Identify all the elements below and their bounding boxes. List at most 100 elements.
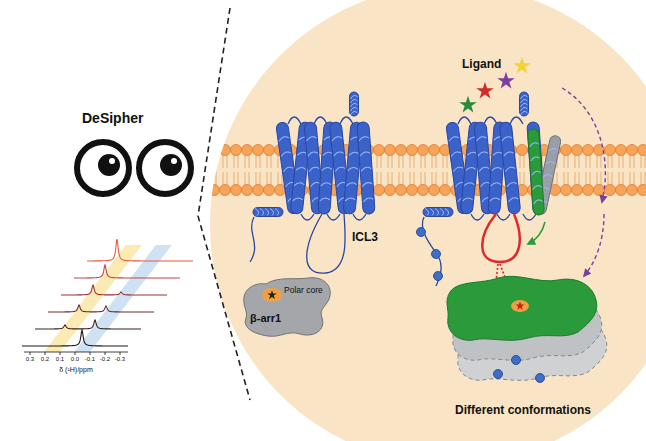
helix-loop — [340, 117, 353, 124]
eye-pupil — [160, 154, 182, 176]
phospho-site — [512, 356, 521, 365]
lipid-tail — [520, 155, 521, 168]
conformation-active — [447, 276, 597, 340]
axis-tick — [75, 352, 76, 355]
helix-turn — [351, 111, 358, 115]
lipid-head — [517, 145, 528, 156]
nmr-trace — [35, 320, 141, 329]
axis-line — [24, 352, 128, 353]
helix-loop — [484, 117, 497, 124]
conformation-ensemble: Different conformations — [428, 262, 618, 422]
phospho-site — [417, 228, 426, 237]
helix-turn — [521, 99, 528, 103]
helix-turn — [345, 198, 355, 202]
helix — [527, 122, 545, 215]
helix-loop — [327, 214, 340, 220]
lipid-tail — [238, 172, 239, 185]
lipid-tail — [608, 172, 609, 185]
lipid-tail — [634, 172, 635, 185]
lipid-tail — [575, 155, 576, 168]
lipid-tail — [399, 155, 400, 168]
helix-turn — [505, 167, 515, 172]
lipid-head — [583, 145, 594, 156]
lipid-tail — [601, 155, 602, 168]
helix-turn — [476, 136, 486, 140]
lipid-tail — [421, 172, 422, 185]
axis-tick — [30, 352, 31, 355]
helix-turn — [502, 136, 512, 141]
helix-turn — [491, 182, 501, 186]
lipid-head — [374, 145, 385, 156]
site-label: Polar core — [284, 286, 323, 296]
helix-loop — [523, 214, 536, 220]
lipid-tail — [260, 155, 261, 168]
helix-loop — [314, 117, 327, 124]
lipid-head — [429, 185, 440, 196]
helix-turn — [361, 167, 371, 171]
lipid-head — [407, 185, 418, 196]
helix-loop — [301, 214, 314, 220]
helix-turn — [362, 182, 372, 186]
lipid-tail — [579, 172, 580, 185]
lipid-tail — [267, 172, 268, 185]
lipid-head — [209, 185, 220, 196]
lipid-bilayer — [209, 145, 646, 196]
helix-turn — [493, 152, 503, 156]
axis-tick-label: 0.3 — [26, 356, 34, 363]
helix-turn — [348, 167, 358, 171]
helix-turn — [333, 152, 343, 157]
caption-label: Different conformations — [455, 404, 591, 418]
zoom-bracket — [198, 8, 250, 400]
helix-loop — [353, 214, 366, 220]
ligand-star — [476, 82, 493, 99]
lipid-tail — [601, 172, 602, 185]
lipid-tail — [645, 155, 646, 168]
helix-body — [499, 122, 521, 215]
lipid-tail — [568, 155, 569, 168]
lipid-head — [264, 185, 275, 196]
lipid-tail — [414, 172, 415, 185]
lipid-head — [429, 145, 440, 156]
helix-turn — [309, 167, 319, 171]
helix-turn — [322, 167, 332, 171]
lipid-tail — [586, 155, 587, 168]
lipid-head — [418, 185, 429, 196]
lipid-head — [374, 185, 385, 196]
helix-turn — [346, 182, 356, 186]
lipid-head — [242, 145, 253, 156]
lipid-tail — [597, 155, 598, 168]
lipid-tail — [623, 155, 624, 168]
helix-turn — [360, 152, 370, 156]
lipid-head — [616, 185, 627, 196]
helix-turn — [549, 147, 559, 152]
axis-tick-label: -0.3 — [115, 356, 125, 363]
core-star — [267, 290, 277, 299]
helix-turn — [283, 167, 293, 172]
lipid-tail — [212, 172, 213, 185]
lipid-tail — [612, 155, 613, 168]
lipid-tail — [421, 155, 422, 168]
helix-turn — [440, 209, 444, 216]
helix-turn — [425, 209, 429, 216]
helix-turn — [297, 152, 307, 157]
lipid-tail — [425, 155, 426, 168]
lipid-tail — [436, 155, 437, 168]
lipid-tail — [557, 172, 558, 185]
lipid-tail — [447, 172, 448, 185]
helix-turn — [480, 182, 490, 186]
lipid-tail — [238, 155, 239, 168]
lipid-head — [231, 185, 242, 196]
icl3-active-loop — [482, 214, 520, 262]
lipid-tail — [381, 155, 382, 168]
helix-turn — [533, 200, 542, 204]
helix — [350, 92, 359, 116]
helix-loop — [458, 117, 471, 124]
node-outline — [428, 262, 618, 422]
lipid-tail — [377, 172, 378, 185]
lipid-head — [396, 145, 407, 156]
helix-body — [527, 122, 545, 215]
lipid-head — [583, 185, 594, 196]
axis-tick — [60, 352, 61, 355]
helix-turn — [308, 152, 318, 156]
lipid-tail — [227, 172, 228, 185]
